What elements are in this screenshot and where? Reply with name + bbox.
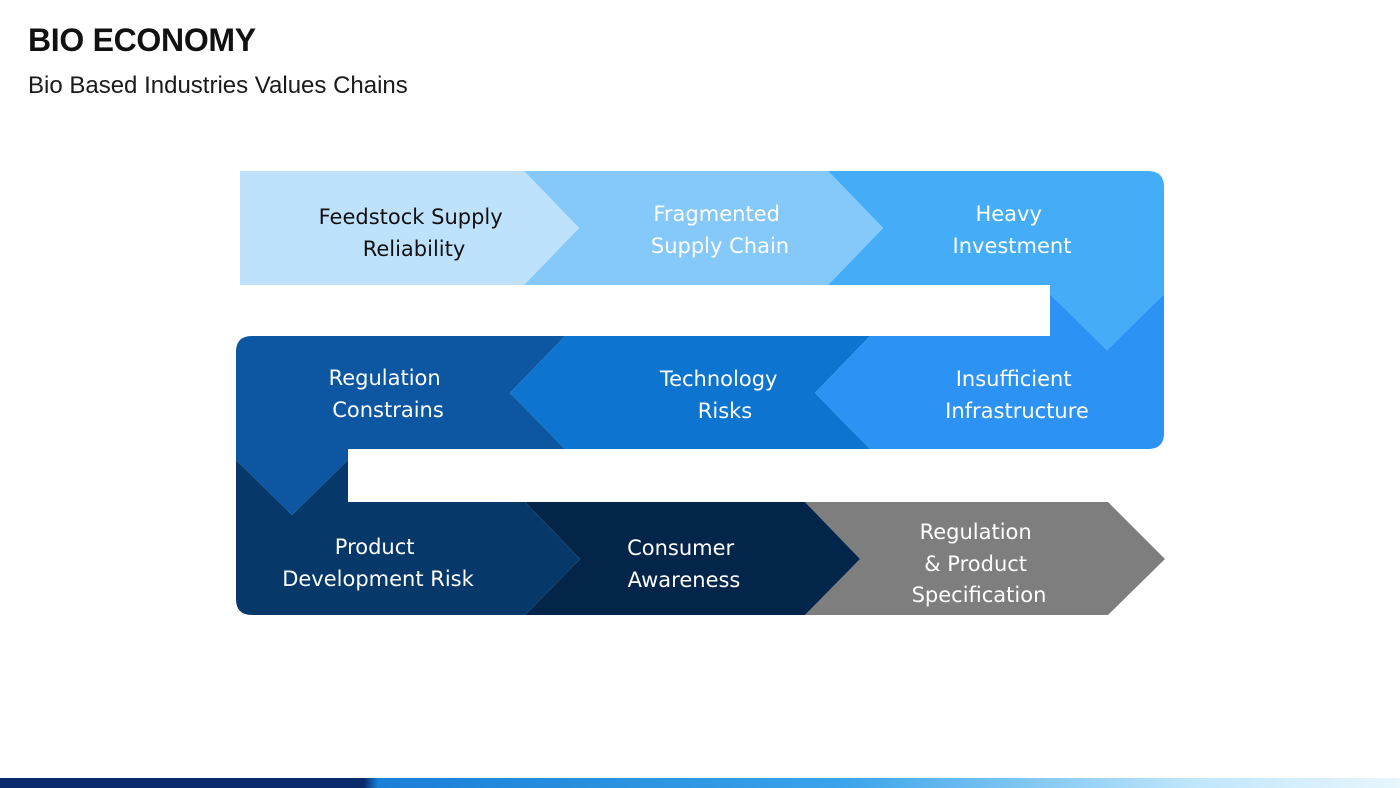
node-product-dev-label: Product Development Risk (282, 535, 474, 591)
node-insufficient-line1: Insufficient (956, 367, 1072, 391)
node-regulation-constrains-line1: Regulation (329, 366, 441, 390)
node-regulation-spec-line3: Specification (912, 583, 1047, 607)
node-consumer-shape (525, 502, 860, 615)
node-feedstock-shape (240, 171, 579, 285)
node-product-dev-line1: Product (335, 535, 415, 559)
node-fragmented-line1: Fragmented (653, 202, 780, 226)
page-subtitle: Bio Based Industries Values Chains (28, 72, 408, 99)
footer-gradient-bar (0, 778, 1400, 788)
node-insufficient-label: Insufficient Infrastructure (945, 367, 1089, 423)
node-feedstock-line1: Feedstock Supply (319, 205, 503, 229)
node-fragmented-label: Fragmented Supply Chain (651, 202, 789, 258)
node-regulation-spec-line1: Regulation (920, 520, 1032, 544)
node-regulation-constrains-shape (236, 336, 565, 515)
node-technology-line1: Technology (659, 367, 778, 391)
node-fragmented-line2: Supply Chain (651, 234, 789, 258)
node-feedstock-line2: Reliability (363, 237, 466, 261)
node-regulation-spec-line2: & Product (924, 552, 1027, 576)
node-heavy-line2: Investment (953, 234, 1072, 258)
node-product-dev-line2: Development Risk (282, 567, 474, 591)
node-heavy-line1: Heavy (975, 202, 1041, 226)
node-technology-line2: Risks (698, 399, 752, 423)
node-feedstock-label: Feedstock Supply Reliability (319, 205, 510, 261)
node-technology-shape (510, 336, 870, 449)
node-consumer-line2: Awareness (628, 568, 741, 592)
node-regulation-constrains-label: Regulation Constrains (329, 366, 448, 422)
node-regulation-spec-shape (805, 502, 1165, 615)
node-consumer-line1: Consumer (627, 536, 734, 560)
node-technology-label: Technology Risks (659, 367, 784, 423)
node-consumer-label: Consumer Awareness (627, 536, 741, 592)
node-insufficient-shape (815, 294, 1164, 449)
node-product-dev-shape (236, 460, 580, 615)
page-title: BIO ECONOMY (28, 22, 256, 58)
node-regulation-spec-label: Regulation & Product Specification (912, 520, 1047, 607)
node-heavy-label: Heavy Investment (953, 202, 1072, 258)
node-fragmented-shape (524, 171, 883, 285)
node-regulation-constrains-line2: Constrains (332, 398, 444, 422)
node-heavy-shape (828, 171, 1164, 350)
node-insufficient-line2: Infrastructure (945, 399, 1089, 423)
